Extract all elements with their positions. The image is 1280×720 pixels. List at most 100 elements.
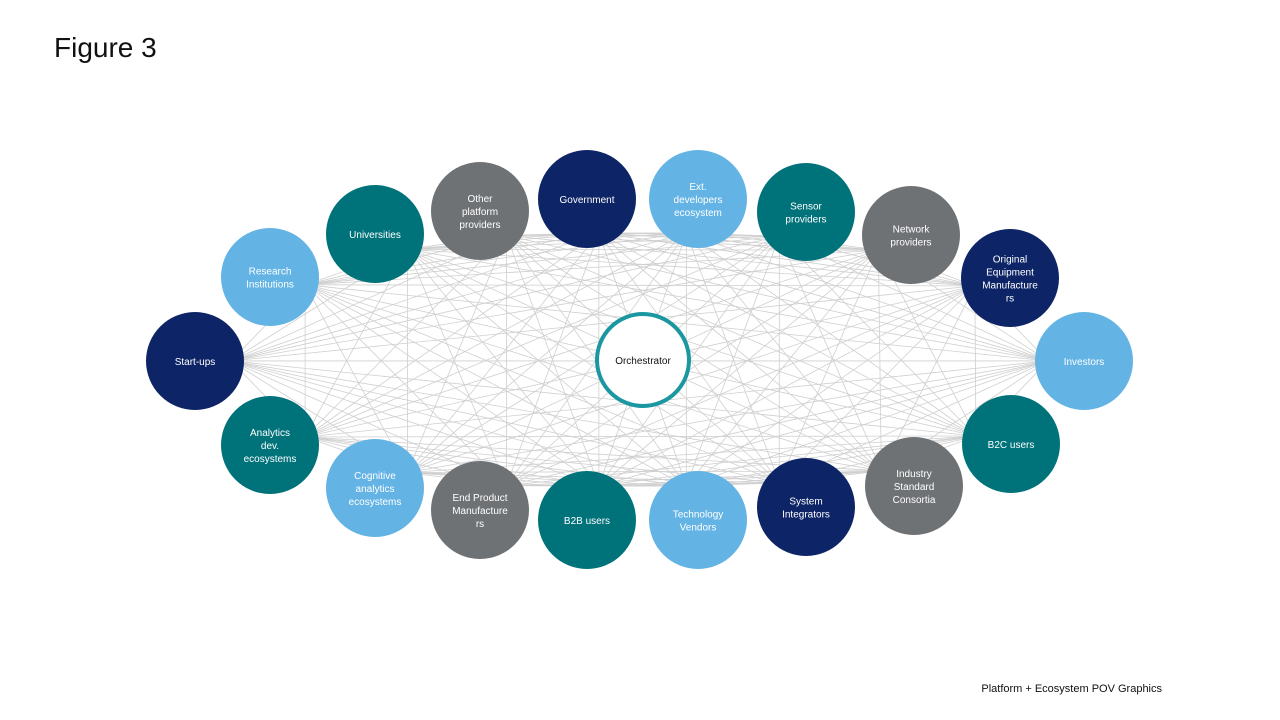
connection-line	[598, 285, 976, 487]
node-start-ups: Start-ups	[146, 312, 244, 410]
connection-line	[686, 285, 976, 487]
connection-line	[407, 248, 975, 287]
connection-line	[685, 232, 780, 484]
connection-line	[230, 360, 507, 486]
connection-line	[686, 232, 1049, 362]
node-label: dev.	[261, 441, 279, 452]
node-label: Analytics	[250, 428, 290, 439]
connection-line	[230, 285, 975, 362]
node-b2c-users: B2C users	[962, 395, 1060, 493]
connection-line	[686, 232, 882, 472]
node-label: platform	[462, 207, 498, 218]
node-investors: Investors	[1035, 312, 1133, 410]
node-label: Original	[993, 255, 1027, 266]
connection-line	[305, 249, 879, 286]
node-label: ecosystem	[674, 208, 722, 219]
connection-line	[407, 249, 507, 486]
node-circle	[146, 312, 244, 410]
node-circle	[961, 229, 1059, 327]
connection-line	[304, 284, 600, 487]
node-circle	[862, 186, 960, 284]
node-label: End Product	[452, 493, 507, 504]
node-circle	[962, 395, 1060, 493]
connection-line	[407, 360, 1049, 473]
node-circle	[649, 150, 747, 248]
node-circle	[431, 162, 529, 260]
connection-line	[230, 360, 600, 487]
connection-line	[877, 250, 882, 471]
orchestrator-node: Orchestrator	[595, 312, 691, 408]
connection-line	[304, 235, 780, 438]
connection-line	[305, 435, 976, 438]
node-label: Institutions	[246, 280, 294, 291]
connection-line	[778, 250, 879, 484]
connection-line	[230, 249, 879, 362]
connection-line	[778, 285, 976, 484]
node-universities: Universities	[326, 185, 424, 283]
figure-title: Figure 3	[54, 32, 157, 63]
node-network-providers: Network providers	[862, 186, 960, 284]
node-circle	[538, 471, 636, 569]
node-label: System	[789, 497, 822, 508]
node-circle	[221, 228, 319, 326]
node-label: Start-ups	[175, 357, 216, 368]
node-label: Universities	[349, 230, 401, 241]
connection-line	[506, 235, 600, 487]
footer-caption: Platform + Ecosystem POV Graphics	[981, 683, 1162, 695]
orchestrator-ring	[595, 312, 691, 408]
node-label: Standard	[894, 482, 935, 493]
connection-line	[880, 285, 976, 472]
node-circle	[757, 163, 855, 261]
connection-line	[304, 235, 507, 438]
node-label: Vendors	[680, 523, 717, 534]
connection-line	[506, 285, 976, 486]
connection-line	[685, 236, 780, 487]
node-circle	[221, 396, 319, 494]
connection-line	[778, 236, 882, 471]
connection-line	[506, 234, 882, 472]
connection-line	[304, 284, 507, 486]
connection-line	[305, 284, 882, 472]
node-label: ecosystems	[244, 454, 297, 465]
node-circle	[649, 471, 747, 569]
connection-line	[305, 360, 1049, 438]
connection-line	[598, 232, 882, 472]
node-label: providers	[890, 238, 931, 249]
node-circle	[865, 437, 963, 535]
node-label: Ext.	[689, 182, 706, 193]
connection-line	[305, 284, 1049, 362]
node-label: ecosystems	[349, 497, 402, 508]
node-circle	[326, 185, 424, 283]
node-label: Technology	[673, 510, 724, 521]
connection-line	[506, 232, 600, 486]
node-label: Manufacture	[452, 506, 508, 517]
node-label: B2C users	[988, 440, 1035, 451]
node-circle	[757, 458, 855, 556]
connection-line	[304, 232, 687, 438]
connection-line	[598, 360, 1049, 487]
node-label: Research	[249, 267, 292, 278]
node-label: Sensor	[790, 202, 822, 213]
connection-line	[407, 285, 975, 473]
node-label: providers	[459, 220, 500, 231]
node-label: rs	[476, 519, 484, 530]
connection-line	[779, 235, 977, 437]
node-label: Consortia	[893, 495, 936, 506]
connection-line	[407, 248, 780, 484]
node-label: Integrators	[782, 510, 830, 521]
connection-line	[407, 249, 687, 487]
connection-line	[230, 234, 507, 362]
connection-line	[230, 235, 780, 362]
node-label: Network	[893, 225, 931, 236]
connection-line	[304, 232, 600, 438]
node-b2b-users: B2B users	[538, 471, 636, 569]
connection-line	[407, 249, 600, 487]
node-label: B2B users	[564, 516, 610, 527]
connection-line	[407, 235, 780, 473]
